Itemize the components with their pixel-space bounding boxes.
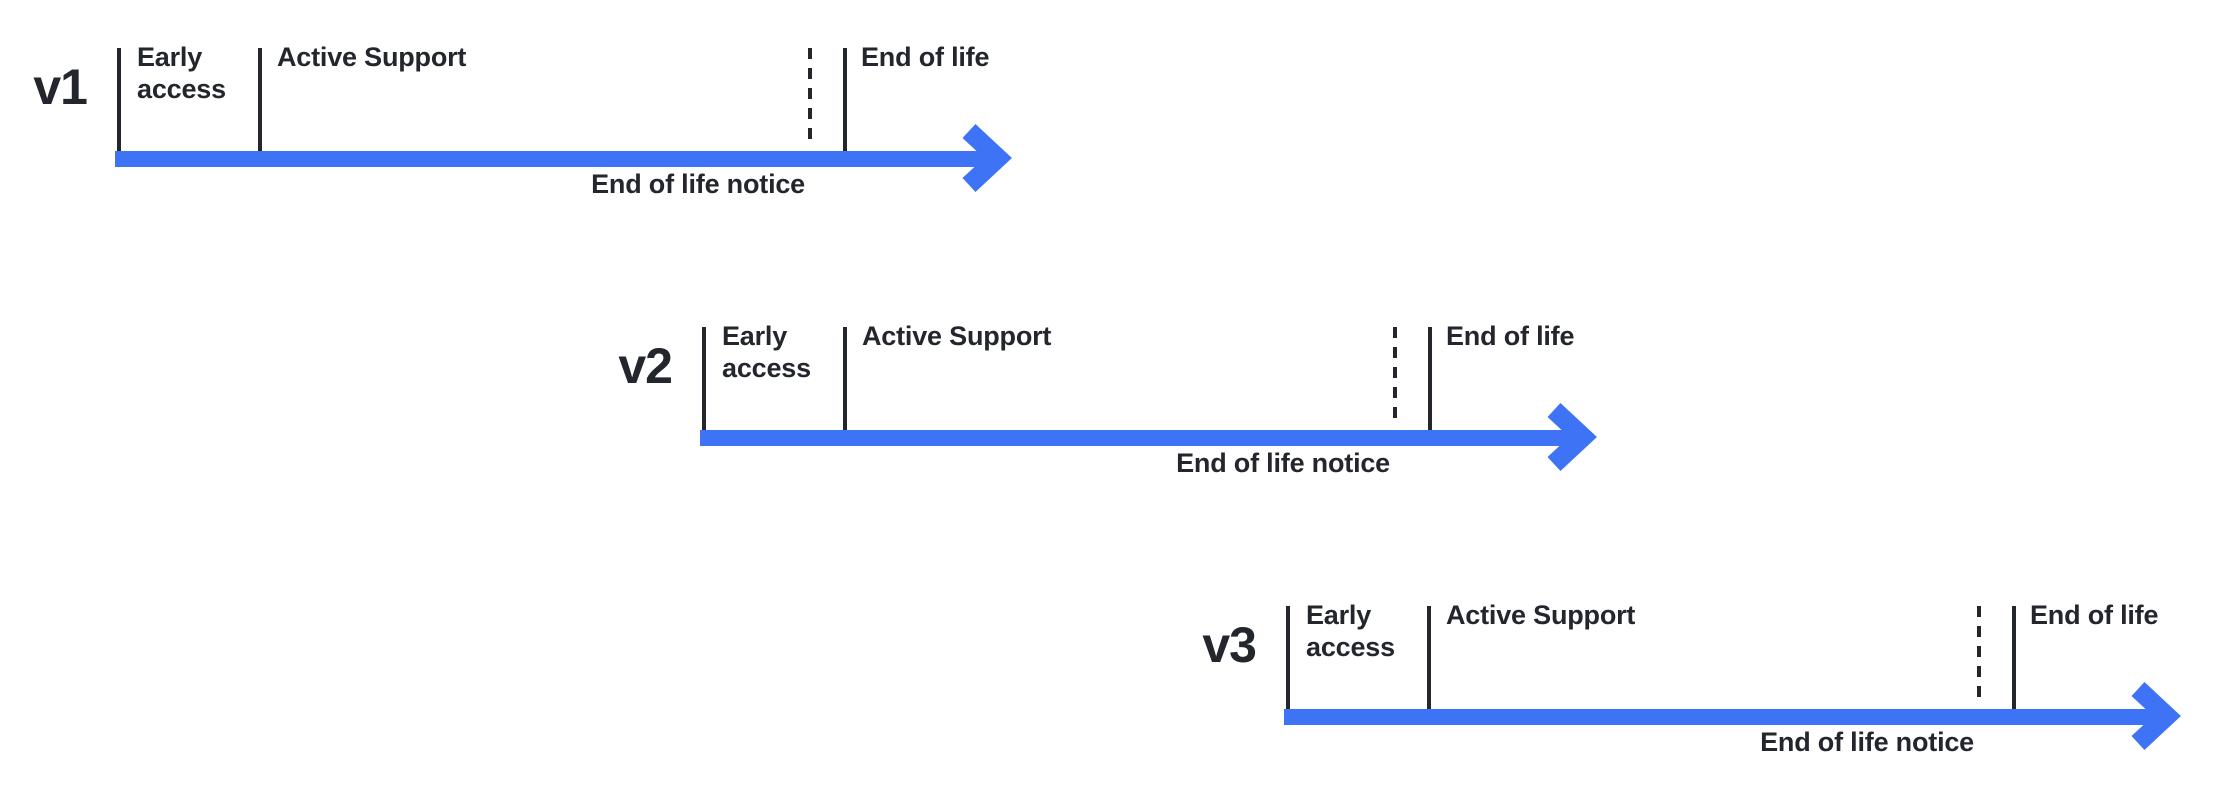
timeline-arrow-bar [700, 430, 1585, 446]
timeline-v2: v2 Early access Active Support End of li… [618, 321, 1682, 507]
early-access-start-tick [117, 48, 121, 151]
end-of-life-notice-label: End of life notice [1176, 448, 1390, 478]
end-of-life-notice-label: End of life notice [591, 169, 805, 199]
end-of-life-tick [1428, 327, 1432, 430]
arrowhead-icon [2131, 682, 2181, 750]
timeline-arrow-bar [1284, 709, 2169, 725]
version-label: v3 [1202, 617, 1257, 673]
eol-notice-dashed-line [1977, 606, 1981, 706]
timeline-arrow-bar [115, 151, 1000, 167]
end-of-life-label: End of life [1446, 321, 1575, 351]
end-of-life-label: End of life [861, 42, 990, 72]
early-access-label: Early access [137, 42, 226, 104]
early-access-start-tick [1286, 606, 1290, 709]
active-support-start-tick [1427, 606, 1431, 709]
active-support-label: Active Support [1446, 600, 1636, 630]
end-of-life-label: End of life [2030, 600, 2159, 630]
version-label: v2 [618, 338, 673, 394]
active-support-start-tick [258, 48, 262, 151]
early-access-start-tick [702, 327, 706, 430]
eol-notice-dashed-line [808, 48, 812, 148]
arrowhead-icon [1547, 403, 1597, 471]
version-label: v1 [33, 59, 88, 115]
end-of-life-tick [843, 48, 847, 151]
end-of-life-tick [2012, 606, 2016, 709]
arrowhead-icon [962, 124, 1012, 192]
early-access-label: Early access [722, 321, 811, 383]
end-of-life-notice-label: End of life notice [1760, 727, 1974, 757]
early-access-label: Early access [1306, 600, 1395, 662]
active-support-label: Active Support [862, 321, 1052, 351]
active-support-start-tick [843, 327, 847, 430]
timeline-v3: v3 Early access Active Support End of li… [1202, 600, 2228, 786]
active-support-label: Active Support [277, 42, 467, 72]
timeline-v1: v1 Early access Active Support End of li… [33, 42, 1097, 228]
eol-notice-dashed-line [1393, 327, 1397, 427]
